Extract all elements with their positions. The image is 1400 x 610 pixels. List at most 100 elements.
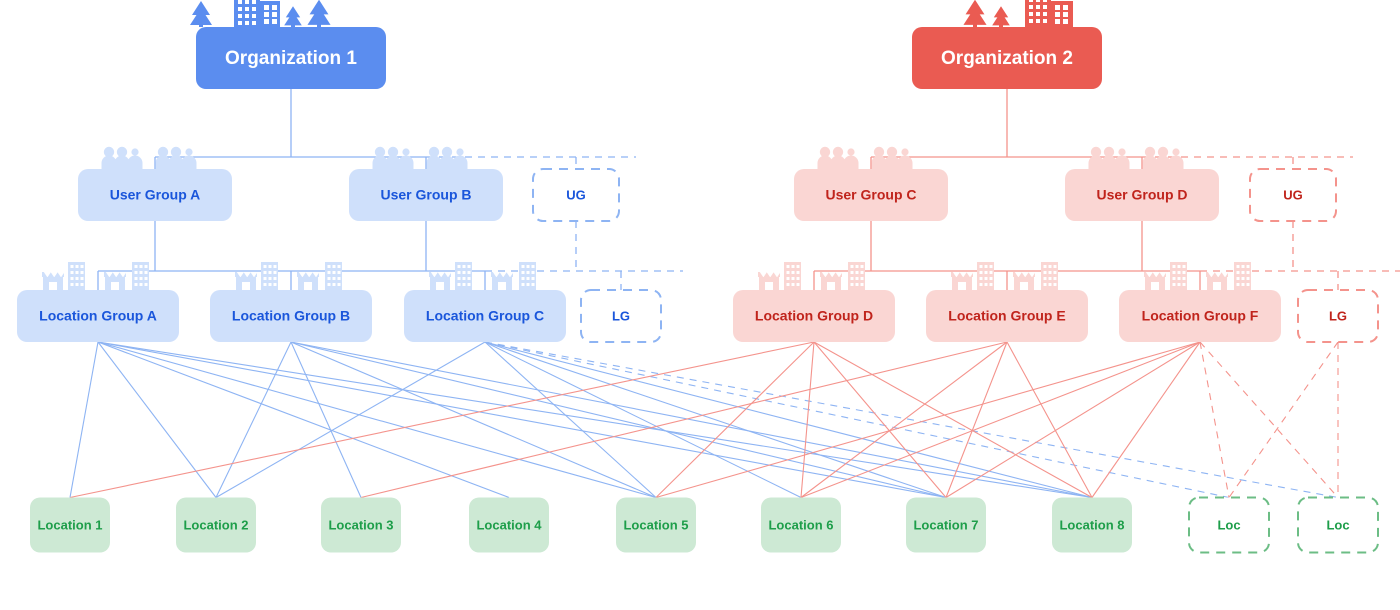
location-group-box-2-rect[interactable] [404,290,566,342]
location-box-1[interactable]: Location 2 [176,497,256,553]
location-box-0-label: Location 1 [37,517,102,532]
location-box-2-rect[interactable] [321,497,401,553]
location-box-6[interactable]: Location 7 [906,497,986,553]
tree-icon [284,6,302,27]
edge-lgf-fan-7 [1091,341,1201,498]
location-box-5-rect[interactable] [761,497,841,553]
storefront-icon [104,271,127,290]
org2-icon [963,0,1073,27]
storefront-icon [491,271,514,290]
user-group-placeholder-1-rect[interactable] [532,168,620,222]
location-box-3[interactable]: Location 4 [469,497,549,553]
user-group-box-1[interactable]: User Group B [349,169,503,221]
location-group-box-2-label: Location Group C [426,308,544,324]
org1-box-label: Organization 1 [225,48,357,69]
location-group-box-0[interactable]: Location Group A [17,290,179,342]
location-box-0[interactable]: Location 1 [30,497,110,553]
location-group-box-0-label: Location Group A [39,308,157,324]
location-box-8[interactable]: Loc [1188,496,1270,554]
building-icon [68,262,85,290]
org1-box[interactable]: Organization 1 [196,27,386,89]
location-group-box-1-rect[interactable] [210,290,372,342]
edge-lgf-fan-4 [655,341,1201,499]
location-group-placeholder-2[interactable]: LG [1297,289,1379,343]
location-box-6-rect[interactable] [906,497,986,553]
ug-icon-1 [372,146,468,169]
user-group-placeholder-2[interactable]: UG [1249,168,1337,222]
edge-lgb-fan-2 [290,341,362,498]
edge-lgc-fan-dashed-8 [484,341,1230,499]
edge-lge-fan-7 [1006,341,1093,498]
location-box-9[interactable]: Loc [1297,496,1379,554]
user-group-box-1-label: User Group B [380,187,471,203]
user-group-box-3[interactable]: User Group D [1065,169,1219,221]
lg-icon-3 [758,262,865,290]
edge-lge-fan-5 [800,341,1008,498]
lgd-fan [69,341,1093,499]
location-box-7[interactable]: Location 8 [1052,497,1132,553]
storefront-icon [1013,271,1036,290]
ug-icon-3 [1088,146,1184,169]
location-group-box-4-rect[interactable] [926,290,1088,342]
edge-lgf-fan-dashed-9 [1199,341,1339,498]
location-box-5[interactable]: Location 6 [761,497,841,553]
person-icon [181,148,197,169]
user-group-box-1-rect[interactable] [349,169,503,221]
org2-box-rect[interactable] [912,27,1102,89]
people-group-icon [101,146,197,169]
location-box-3-rect[interactable] [469,497,549,553]
lga-fan [69,341,1093,499]
user-group-box-2-rect[interactable] [794,169,948,221]
storefront-icon [758,271,781,290]
location-group-box-1[interactable]: Location Group B [210,290,372,342]
location-group-placeholder-1[interactable]: LG [580,289,662,343]
user-group-box-0-rect[interactable] [78,169,232,221]
org1-box-rect[interactable] [196,27,386,89]
location-group-box-5[interactable]: Location Group F [1119,290,1281,342]
person-icon [1101,146,1117,169]
user-group-box-2[interactable]: User Group C [794,169,948,221]
location-group-box-0-rect[interactable] [17,290,179,342]
location-group-placeholder-1-label: LG [612,308,630,323]
edge-lgb-fan-4 [290,341,657,499]
location-box-6-label: Location 7 [913,517,978,532]
person-icon [817,146,833,169]
edge-lgc-fan-1 [215,341,486,498]
location-box-2[interactable]: Location 3 [321,497,401,553]
location-box-8-rect[interactable] [1188,496,1270,554]
user-group-placeholder-2-rect[interactable] [1249,168,1337,222]
person-icon [1155,146,1171,169]
location-box-0-rect[interactable] [30,497,110,553]
location-group-box-1-label: Location Group B [232,308,350,324]
shops-buildings-icon [429,262,536,290]
location-group-box-4[interactable]: Location Group E [926,290,1088,342]
org1-tree [97,89,683,320]
user-group-box-3-rect[interactable] [1065,169,1219,221]
location-group-box-3-rect[interactable] [733,290,895,342]
building-icon [977,262,994,290]
location-box-9-rect[interactable] [1297,496,1379,554]
shops-buildings-icon [951,262,1058,290]
location-box-7-rect[interactable] [1052,497,1132,553]
location-group-box-5-rect[interactable] [1119,290,1281,342]
lgc-fan [215,341,1093,499]
location-group-box-2[interactable]: Location Group C [404,290,566,342]
location-group-placeholder-2-rect[interactable] [1297,289,1379,343]
edge-lgd-fan-4 [655,341,815,498]
location-group-box-3-label: Location Group D [755,308,873,324]
location-group-box-3[interactable]: Location Group D [733,290,895,342]
lgf-fan [655,341,1201,499]
city-skyline-icon [190,0,331,27]
user-group-placeholder-2-label: UG [1283,187,1303,202]
user-group-box-0[interactable]: User Group A [78,169,232,221]
tree-icon [992,6,1010,27]
location-box-4[interactable]: Location 5 [616,497,696,553]
org2-box[interactable]: Organization 2 [912,27,1102,89]
edge-lge-fan-2 [360,341,1008,499]
location-box-1-rect[interactable] [176,497,256,553]
user-group-placeholder-1[interactable]: UG [532,168,620,222]
location-box-1-label: Location 2 [183,517,248,532]
person-icon [127,148,143,169]
location-box-4-rect[interactable] [616,497,696,553]
location-group-placeholder-1-rect[interactable] [580,289,662,343]
